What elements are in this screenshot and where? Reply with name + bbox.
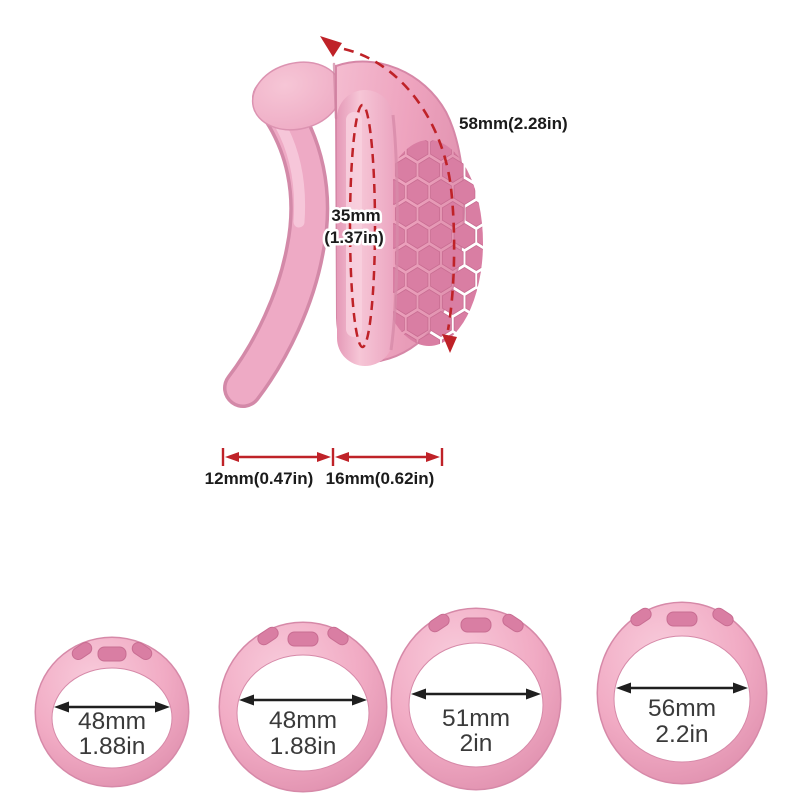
arrowhead-icon [317, 452, 331, 462]
device-arm [226, 81, 326, 405]
length-arrowhead-bottom-icon [442, 334, 457, 353]
honeycomb-hole [418, 333, 441, 346]
ring-hole [236, 654, 370, 772]
arrowhead-icon [225, 452, 239, 462]
ring-slot-middle [460, 617, 492, 633]
honeycomb-hole [465, 245, 483, 271]
honeycomb-hole [453, 267, 476, 293]
arrowhead-icon [352, 694, 367, 706]
arrowhead-icon [733, 682, 748, 694]
arrowhead-icon [411, 688, 426, 700]
honeycomb-hole [418, 289, 441, 315]
ring-slot-right [131, 641, 153, 661]
honeycomb-hole [418, 201, 441, 227]
size-ring-3: 51mm 2in [390, 607, 562, 791]
inner-diameter-dashed-ellipse [348, 103, 377, 349]
ring-slot-left [428, 613, 450, 633]
inner-diameter-label-mm: 35mm [331, 206, 380, 225]
arrowhead-icon [239, 694, 254, 706]
arrowhead-icon [155, 701, 170, 713]
base-ring-highlight [346, 112, 362, 337]
size-ring-1: 48mm 1.88in [34, 636, 190, 788]
ring-slot-right [712, 607, 734, 627]
ring-size-mm: 48mm [78, 708, 146, 735]
ring-size-mm: 56mm [648, 695, 716, 722]
length-arrowhead-top-icon [320, 36, 342, 57]
arrowhead-icon [616, 682, 631, 694]
ring-size-mm: 51mm [442, 705, 510, 732]
ring-slot-middle [287, 631, 319, 647]
honeycomb-hole [465, 157, 483, 183]
ring-slot-left [630, 607, 652, 627]
arrowhead-icon [526, 688, 541, 700]
honeycomb-hole [430, 179, 452, 205]
ring-slot-left [71, 641, 93, 661]
ring-size-inch: 2in [460, 730, 493, 757]
ring-hole [51, 667, 173, 769]
honeycomb-hole [418, 245, 441, 271]
honeycomb-hole [465, 201, 483, 227]
ring-slot-middle [666, 611, 698, 627]
honeycomb-hole [406, 311, 429, 337]
ring-slot-right [502, 613, 524, 633]
honeycomb-hole [430, 223, 452, 249]
honeycomb-hole [406, 179, 429, 205]
ring-hole [613, 635, 751, 763]
arrowhead-icon [335, 452, 349, 462]
size-ring-4: 56mm 2.2in [596, 601, 768, 785]
measurement-annotations: 58mm(2.28in) 35mm (1.37in) 12mm(0.47in) … [205, 36, 568, 488]
ring-slot-right [327, 626, 349, 646]
honeycomb-hole [430, 267, 452, 293]
honeycomb-hole [418, 157, 441, 183]
honeycomb-hole [394, 201, 417, 227]
honeycomb-hole [406, 223, 429, 249]
size-ring-2: 48mm 1.88in [218, 621, 388, 793]
honeycomb-hole [477, 267, 483, 293]
ring-slot-middle [97, 646, 127, 662]
honeycomb-hole [430, 311, 452, 337]
ring-size-inch: 2.2in [655, 721, 708, 748]
length-curved-arrow [343, 47, 456, 331]
ring-hole [408, 642, 544, 768]
arrowhead-icon [54, 701, 69, 713]
ring-size-inch: 1.88in [79, 733, 146, 760]
ring-size-mm: 48mm [269, 707, 337, 734]
base-width-label: 12mm(0.47in) [205, 469, 314, 488]
inner-diameter-label-in: (1.37in) [324, 228, 384, 247]
arrowhead-icon [426, 452, 440, 462]
cage-width-label: 16mm(0.62in) [326, 469, 435, 488]
head-cage-seam [332, 62, 338, 120]
ring-slot-left [257, 626, 279, 646]
cage-length-label: 58mm(2.28in) [459, 114, 568, 133]
honeycomb-hole [394, 245, 417, 271]
base-ring-crease [389, 114, 399, 351]
honeycomb-hole [465, 289, 483, 315]
ring-size-inch: 1.88in [270, 733, 337, 760]
honeycomb-hole [406, 267, 429, 293]
width-measure-arrows [221, 448, 444, 466]
honeycomb-hole [441, 289, 464, 315]
honeycomb-hole [453, 311, 476, 337]
honeycomb-hole [477, 223, 483, 249]
